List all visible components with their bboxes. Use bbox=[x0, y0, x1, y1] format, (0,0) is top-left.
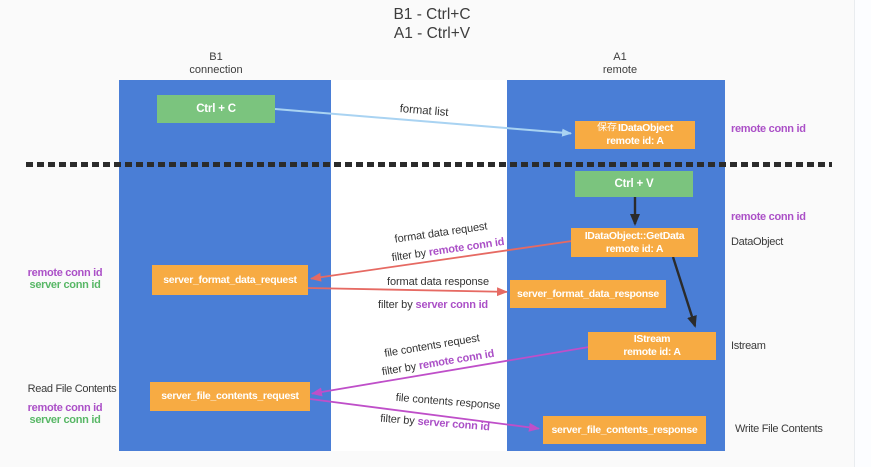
dashed-divider bbox=[26, 162, 832, 167]
node-server-file-contents-request[interactable]: server_file_contents_request bbox=[150, 382, 310, 411]
header-b1-connection: B1 connection bbox=[189, 51, 242, 76]
label-left-server-conn-id-1: server conn id bbox=[29, 279, 101, 292]
node-format-request-label: server_format_data_request bbox=[163, 273, 297, 286]
node-getdata-line1: IDataObject::GetData bbox=[584, 229, 685, 242]
label-istream: Istream bbox=[731, 340, 766, 352]
label-left-server-conn-id-2: server conn id bbox=[29, 413, 101, 426]
node-server-file-contents-response[interactable]: server_file_contents_response bbox=[543, 416, 706, 444]
node-server-format-data-request[interactable]: server_format_data_request bbox=[152, 265, 308, 295]
filter-keyword-2: server conn id bbox=[415, 299, 489, 311]
node-format-response-label: server_format_data_response bbox=[517, 287, 659, 300]
label-left-conn-ids-bottom: remote conn id server conn id bbox=[24, 402, 106, 426]
label-write-file-contents: Write File Contents bbox=[735, 423, 823, 435]
header-b1-name: B1 bbox=[209, 51, 223, 63]
label-dataobject: DataObject bbox=[731, 236, 784, 248]
node-ctrl-c-label: Ctrl + C bbox=[196, 102, 236, 115]
header-b1-role: connection bbox=[189, 63, 243, 76]
label-filter-by-server-conn-id-1: filter by server conn id bbox=[378, 299, 488, 311]
node-save-line1: IDataObject bbox=[597, 122, 673, 135]
node-ctrl-c[interactable]: Ctrl + C bbox=[157, 95, 275, 123]
header-a1-role: remote bbox=[602, 63, 638, 76]
node-ctrl-v[interactable]: Ctrl + V bbox=[575, 171, 693, 197]
node-istream-line2: remote id: A bbox=[623, 346, 681, 358]
label-remote-conn-id-top: remote conn id bbox=[731, 123, 806, 135]
node-idataobject-getdata[interactable]: IDataObject::GetData remote id: A bbox=[571, 228, 698, 257]
label-read-file-contents: Read File Contents bbox=[27, 383, 117, 395]
label-left-remote-conn-id-1: remote conn id bbox=[27, 267, 103, 279]
node-istream[interactable]: IStream remote id: A bbox=[588, 332, 716, 360]
node-ctrl-v-label: Ctrl + V bbox=[614, 177, 654, 190]
node-save-line2: remote id: A bbox=[606, 135, 664, 147]
node-server-format-data-response[interactable]: server_format_data_response bbox=[510, 280, 666, 308]
header-a1-remote: A1 remote bbox=[603, 51, 637, 76]
filter-prefix-2: filter by bbox=[378, 299, 416, 311]
header-a1-name: A1 bbox=[613, 51, 627, 63]
cjk-baocun-glyphs bbox=[597, 122, 617, 132]
label-left-remote-conn-id-2: remote conn id bbox=[27, 402, 103, 414]
node-istream-line1: IStream bbox=[633, 333, 671, 345]
screen-edge-line bbox=[854, 0, 855, 467]
title-line-1: B1 - Ctrl+C bbox=[393, 6, 471, 23]
node-file-response-label: server_file_contents_response bbox=[551, 423, 698, 436]
node-file-request-label: server_file_contents_request bbox=[161, 390, 299, 402]
node-save-line1-text: IDataObject bbox=[617, 122, 674, 134]
diagram-title: B1 - Ctrl+C A1 - Ctrl+V bbox=[393, 5, 470, 43]
node-getdata-line2: remote id: A bbox=[605, 242, 664, 255]
screen-edge-strip bbox=[855, 0, 871, 467]
node-save-idataobject[interactable]: IDataObject remote id: A bbox=[575, 121, 695, 149]
title-line-2: A1 - Ctrl+V bbox=[393, 25, 471, 42]
label-left-conn-ids-top: remote conn id server conn id bbox=[24, 267, 106, 292]
label-remote-conn-id-mid: remote conn id bbox=[731, 211, 806, 223]
label-format-data-response: format data response bbox=[387, 276, 489, 288]
